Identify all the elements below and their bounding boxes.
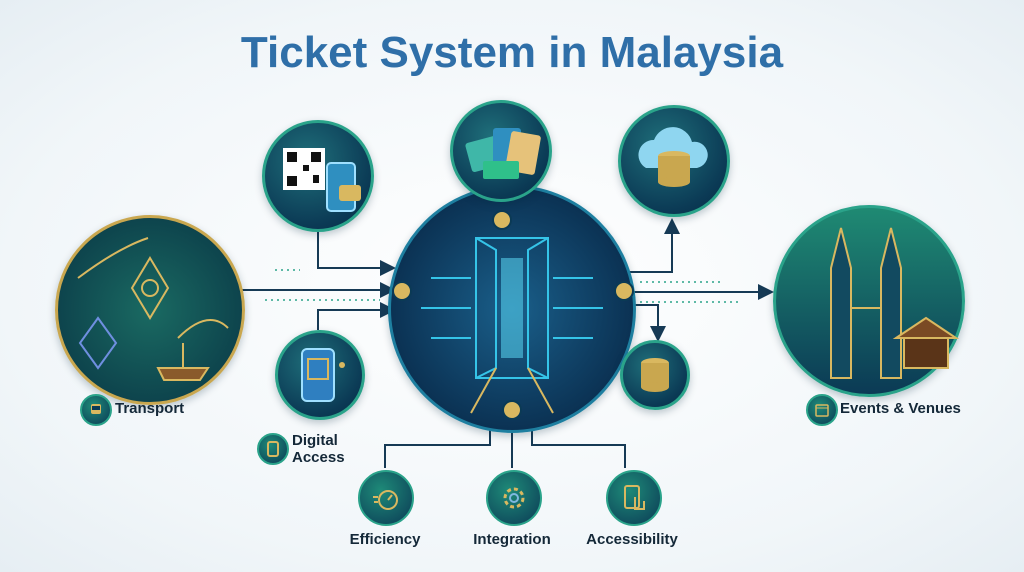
qr-wallet-illustration	[262, 120, 374, 232]
arrow-digital-in	[317, 302, 396, 330]
bus-icon	[80, 394, 112, 426]
stopwatch-icon	[358, 470, 414, 526]
digital-access-line2: Access	[292, 449, 345, 466]
connector-node-bottom	[502, 400, 522, 420]
digital-access-label: Digital Access	[292, 432, 345, 466]
digital-access-illustration	[275, 330, 365, 420]
transport-label: Transport	[115, 400, 185, 417]
connector-node-left	[392, 281, 412, 301]
arrow-qr-in	[317, 232, 396, 276]
database-icon	[641, 358, 669, 392]
digital-access-line1: Digital	[292, 432, 338, 449]
page-title: Ticket System in Malaysia	[240, 28, 784, 77]
accessibility-label: Accessibility	[586, 531, 678, 548]
gear-icon	[486, 470, 542, 526]
phone-icon	[257, 433, 289, 465]
events-venues-label: Events & Venues	[840, 400, 961, 417]
arrow-cloud-out	[630, 218, 680, 273]
connector-node-top	[492, 210, 512, 230]
calendar-icon	[806, 394, 838, 426]
touch-screen-icon	[606, 470, 662, 526]
transport-illustration	[55, 215, 245, 405]
arrow-db-out	[630, 304, 666, 342]
qr-code-icon	[283, 148, 361, 212]
tickets-icon	[465, 128, 541, 179]
tickets-illustration	[450, 100, 552, 202]
efficiency-label: Efficiency	[349, 531, 421, 548]
connector-node-right	[614, 281, 634, 301]
cloud-database-illustration	[618, 105, 730, 217]
petronas-towers-icon	[830, 227, 960, 379]
phone-qr-icon	[301, 348, 345, 402]
gate-icon	[421, 237, 603, 414]
batik-pattern-icon	[77, 237, 229, 381]
events-venues-illustration	[773, 205, 965, 397]
cloud-database-icon	[638, 127, 708, 187]
central-gate-hub	[388, 185, 636, 433]
integration-label: Integration	[473, 531, 551, 548]
database-illustration	[620, 340, 690, 410]
